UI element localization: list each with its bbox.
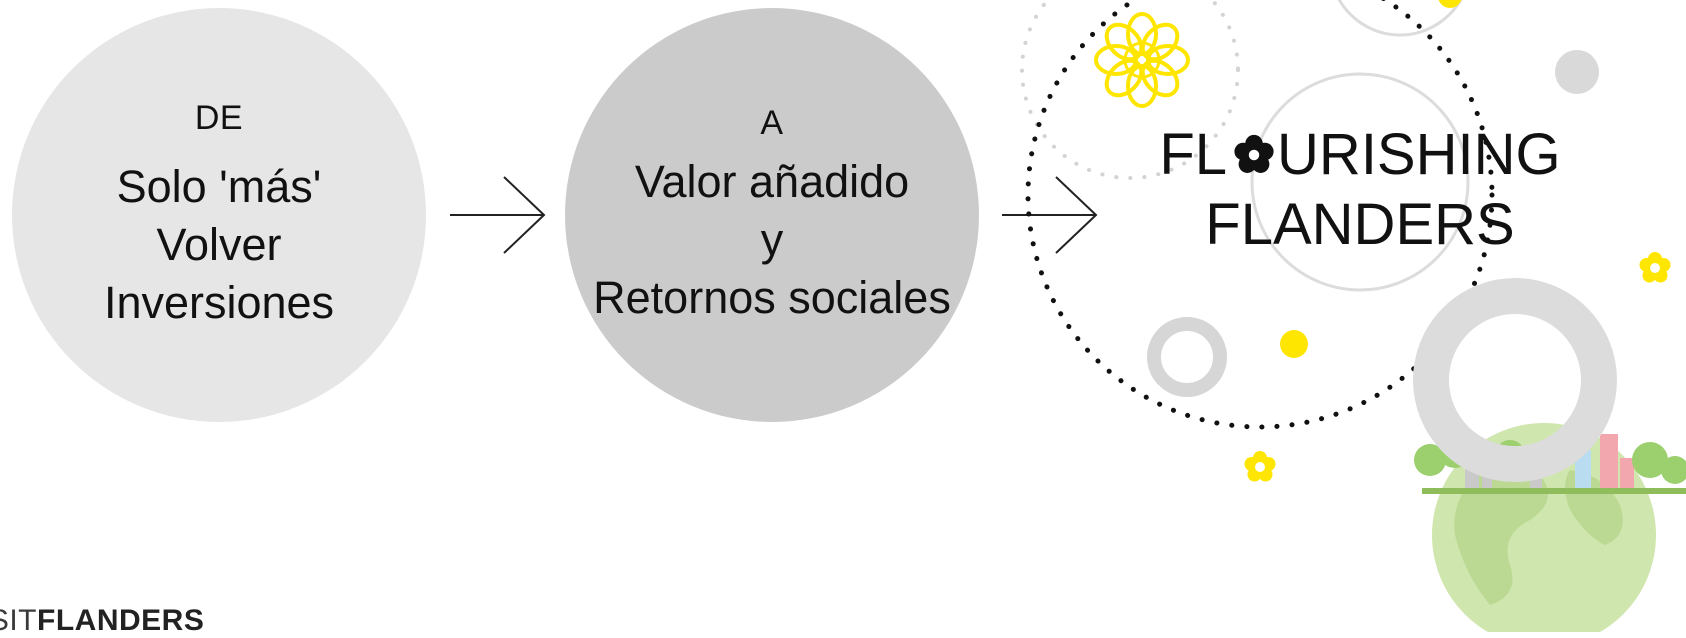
flower-small-icon: [1244, 451, 1276, 482]
arrow-right-icon: [1002, 176, 1098, 254]
logo-prefix: ISIT: [0, 604, 38, 637]
dot-gray: [1555, 50, 1599, 94]
to-line-3: Retornos sociales: [593, 271, 951, 323]
to-line-1: Valor añadido: [634, 155, 910, 207]
dotted-arc-light: [1020, 0, 1240, 180]
from-label: DE: [194, 98, 244, 137]
brand-title: FL URISHING FLANDERS: [1120, 120, 1600, 260]
ring-gray-small: [1147, 317, 1227, 397]
arrow-right-icon: [450, 176, 546, 254]
dot-yellow-top: [1438, 0, 1462, 8]
to-label: A: [760, 103, 784, 142]
logo-bold: FLANDERS: [37, 604, 205, 637]
dot-yellow: [1280, 330, 1308, 358]
title-prefix: FL: [1159, 122, 1228, 187]
brand-title-line-1: FL URISHING: [1120, 120, 1600, 190]
from-line-2: Volver: [156, 218, 282, 270]
flower-small-icon: [1639, 252, 1671, 283]
flower-outline-icon: [1094, 12, 1190, 108]
black-flower-icon: [1234, 134, 1274, 173]
from-circle: DE Solo 'más' Volver Inversiones: [12, 8, 426, 422]
title-suffix: URISHING: [1277, 122, 1561, 187]
flourishing-illustration: [1020, 0, 1686, 632]
ring-top: [1337, 0, 1463, 37]
to-circle: A Valor añadido y Retornos sociales: [565, 8, 979, 422]
ring-gray-large: [1413, 278, 1617, 482]
to-line-2: y: [760, 213, 784, 265]
ring-thin: [1250, 72, 1470, 292]
brand-title-line-2: FLANDERS: [1205, 192, 1515, 257]
from-line-3: Inversiones: [103, 276, 335, 328]
from-line-1: Solo 'más': [116, 160, 322, 212]
visitflanders-logo: ISITFLANDERS: [0, 604, 204, 638]
dotted-ring-black: [1025, 0, 1495, 430]
